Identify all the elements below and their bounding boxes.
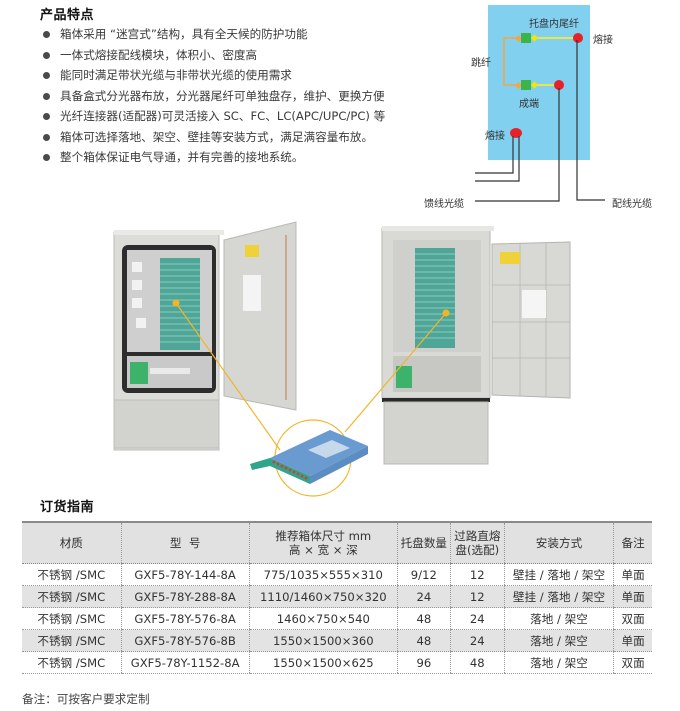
order-note: 备注：可按客户要求定制 [22, 692, 150, 706]
feature-item: 一体式熔接配线模块，体积小、密度高 [40, 45, 385, 66]
label-distribution-cable: 配线光缆 [612, 199, 652, 210]
splice-tray-image [250, 430, 368, 484]
feature-item: 能同时满足带状光缆与非带状光缆的使用需求 [40, 65, 385, 86]
feature-item: 光纤连接器(适配器)可灵活接入 SC、FC、LC(APC/UPC/PC) 等 [40, 106, 385, 127]
label-tray-pigtail: 托盘内尾纤 [529, 19, 579, 30]
header-remark: 备注 [613, 521, 652, 564]
feature-item: 箱体可选择落地、架空、壁挂等安装方式，满足满容量布放。 [40, 127, 385, 148]
wiring-diagram [475, 33, 605, 202]
header-pass-through: 过路直熔盘(选配) [449, 521, 505, 564]
header-material: 材质 [22, 521, 122, 564]
diagram-box [488, 5, 590, 160]
label-feeder-cable: 馈线光缆 [424, 199, 464, 210]
bullet-icon [43, 133, 50, 141]
label-splice-top: 熔接 [593, 35, 613, 46]
label-terminated: 成端 [519, 99, 539, 110]
feature-item: 箱体采用 “迷宫式”结构，具有全天候的防护功能 [40, 24, 385, 45]
adapter-icon [521, 33, 531, 43]
product-illustration [113, 221, 571, 497]
cabinet-left-image [113, 221, 297, 451]
features-title: 产品特点 [40, 8, 95, 23]
label-jumper: 跳纤 [471, 58, 491, 69]
bullet-icon [43, 92, 50, 100]
label-splice-bottom: 熔接 [485, 131, 505, 142]
features-list: 箱体采用 “迷宫式”结构，具有全天候的防护功能 一体式熔接配线模块，体积小、密度… [40, 24, 385, 168]
bullet-icon [43, 51, 50, 59]
bullet-icon [43, 154, 50, 161]
header-tray-count: 托盘数量 [396, 521, 451, 564]
bullet-icon [43, 31, 50, 38]
adapter-icon [521, 80, 531, 90]
feature-item: 具备盒式分光器布放，分光器尾纤可单独盘存，维护、更换方便 [40, 86, 385, 107]
header-model: 型 号 [120, 521, 250, 564]
cabinet-right-image [381, 226, 571, 465]
order-guide-title: 订货指南 [40, 500, 95, 515]
header-install: 安装方式 [503, 521, 614, 564]
bullet-icon [43, 72, 50, 79]
bullet-icon [43, 113, 50, 120]
feature-item: 整个箱体保证电气导通，并有完善的接地系统。 [40, 147, 385, 168]
